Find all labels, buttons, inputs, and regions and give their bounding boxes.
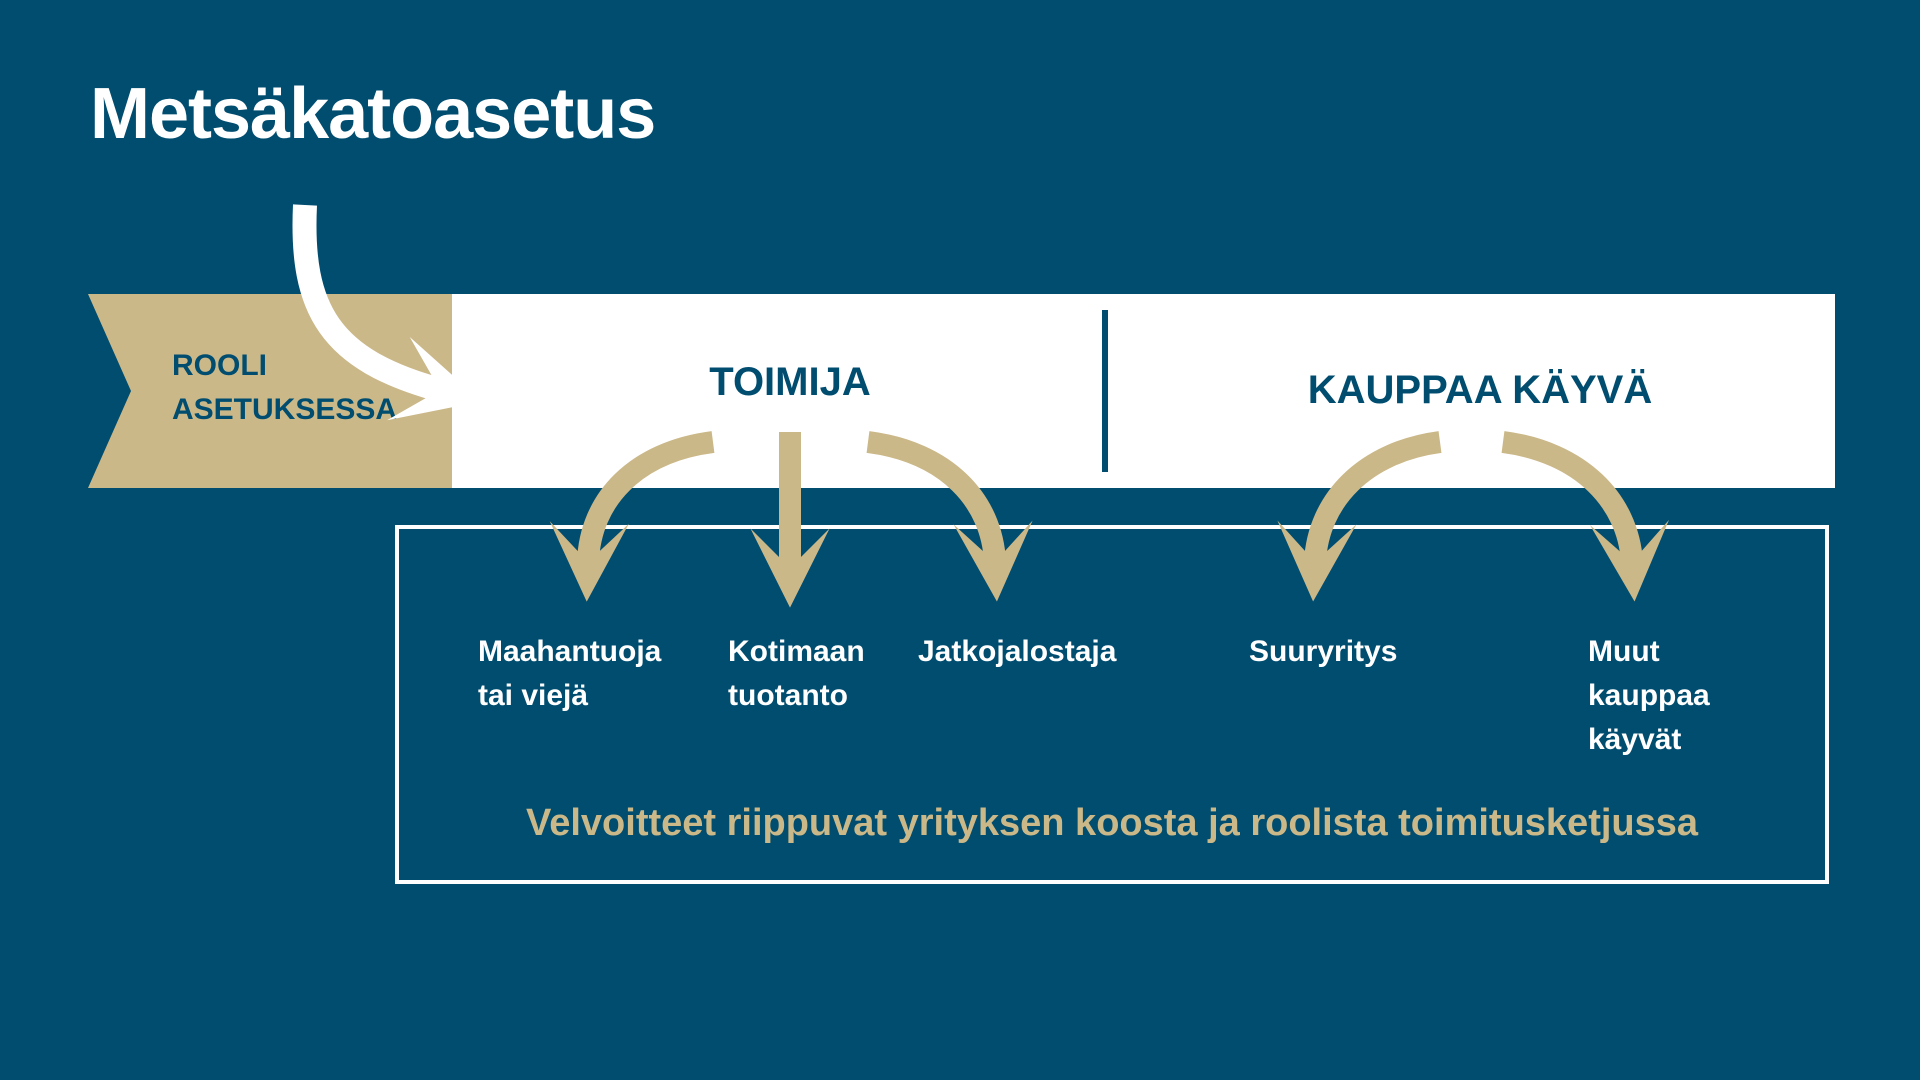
item-muut-kauppaa-kayvat: Muut kauppaa käyvät [1588,635,1710,756]
item-jatkojalostaja: Jatkojalostaja [918,635,1117,668]
page-title: Metsäkatoasetus [90,74,656,154]
entry-arrow [292,204,482,421]
role-label-line1: ROOLI [172,349,267,382]
arrow-to-maahantuoja [549,431,715,602]
item-kotimaan-tuotanto: Kotimaan tuotanto [728,635,865,712]
arrow-to-jatkojalostaja [866,431,1033,602]
role-heading-toimija: TOIMIJA [709,360,871,404]
roles-divider [1102,310,1108,472]
arrow-to-muut [1501,431,1669,602]
item-suuryritys: Suuryritys [1249,635,1398,668]
role-label: ROOLI ASETUKSESSA [172,344,432,432]
item-maahantuoja: Maahantuoja tai viejä [478,635,662,712]
arrow-to-suuryritys [1277,431,1442,602]
obligations-note: Velvoitteet riippuvat yrityksen koosta j… [525,802,1699,844]
role-heading-kauppaa-kayva: KAUPPAA KÄYVÄ [1307,368,1653,412]
obligations-frame [395,525,1829,884]
role-label-line2: ASETUKSESSA [172,393,398,426]
